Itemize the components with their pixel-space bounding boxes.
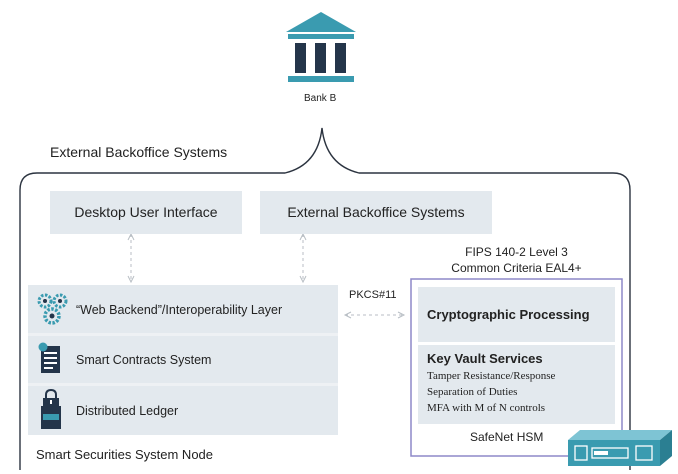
bracket-label: External Backoffice Systems xyxy=(50,144,228,160)
hsm-frame xyxy=(410,278,623,457)
external-backoffice-label: External Backoffice Systems xyxy=(287,204,465,220)
smart-contracts-layer: Smart Contracts System xyxy=(28,336,338,383)
desktop-ui-box: Desktop User Interface xyxy=(50,191,242,234)
distributed-ledger-layer: Distributed Ledger xyxy=(28,386,338,435)
node-title: Smart Securities System Node xyxy=(36,447,214,462)
hsm-certification-line1: FIPS 140-2 Level 3 xyxy=(465,245,568,259)
vault-item: Separation of Duties xyxy=(427,386,518,398)
web-backend-layer: “Web Backend”/Interoperability Layer xyxy=(28,285,338,333)
desktop-ui-label: Desktop User Interface xyxy=(74,204,218,220)
key-vault-box: Key Vault Services Tamper Resistance/Res… xyxy=(418,345,615,424)
layer-label: Distributed Ledger xyxy=(76,404,179,418)
layer-label: “Web Backend”/Interoperability Layer xyxy=(76,303,283,317)
external-backoffice-box: External Backoffice Systems xyxy=(260,191,492,234)
arrowhead xyxy=(299,232,307,241)
locked-ledger-icon xyxy=(41,389,61,429)
arrowhead xyxy=(299,275,307,284)
arrowhead xyxy=(343,311,352,319)
arrowhead xyxy=(397,311,406,319)
vault-item: Tamper Resistance/Response xyxy=(427,370,556,382)
arrowhead xyxy=(127,232,135,241)
layer-label: Smart Contracts System xyxy=(76,353,212,367)
vault-item: MFA with M of N controls xyxy=(427,402,546,414)
crypto-title: Cryptographic Processing xyxy=(427,307,590,322)
hsm-certification-line2: Common Criteria EAL4+ xyxy=(451,261,582,275)
hsm-device-icon xyxy=(568,430,672,466)
cryptographic-processing-box: Cryptographic Processing xyxy=(418,287,615,342)
vault-title: Key Vault Services xyxy=(427,351,543,366)
hsm-name: SafeNet HSM xyxy=(470,430,544,444)
arrowhead xyxy=(127,275,135,284)
contract-document-icon xyxy=(38,342,60,373)
bracket-line xyxy=(19,127,631,470)
bank-label: Bank B xyxy=(304,93,337,104)
gears-icon xyxy=(37,293,68,325)
pkcs11-label: PKCS#11 xyxy=(349,289,397,301)
bank-icon xyxy=(286,12,356,82)
